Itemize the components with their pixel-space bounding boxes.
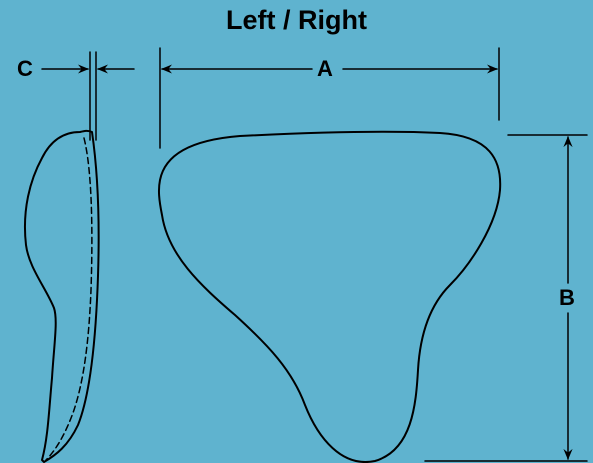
face-outline <box>157 130 502 463</box>
dimension-b-label: B <box>559 285 575 310</box>
dimension-c-label: C <box>17 56 33 81</box>
diagram-title: Left / Right <box>226 5 367 35</box>
side-profile-outline <box>23 129 100 463</box>
dimension-a-label: A <box>317 56 333 81</box>
side-profile-inner-line <box>45 137 93 461</box>
